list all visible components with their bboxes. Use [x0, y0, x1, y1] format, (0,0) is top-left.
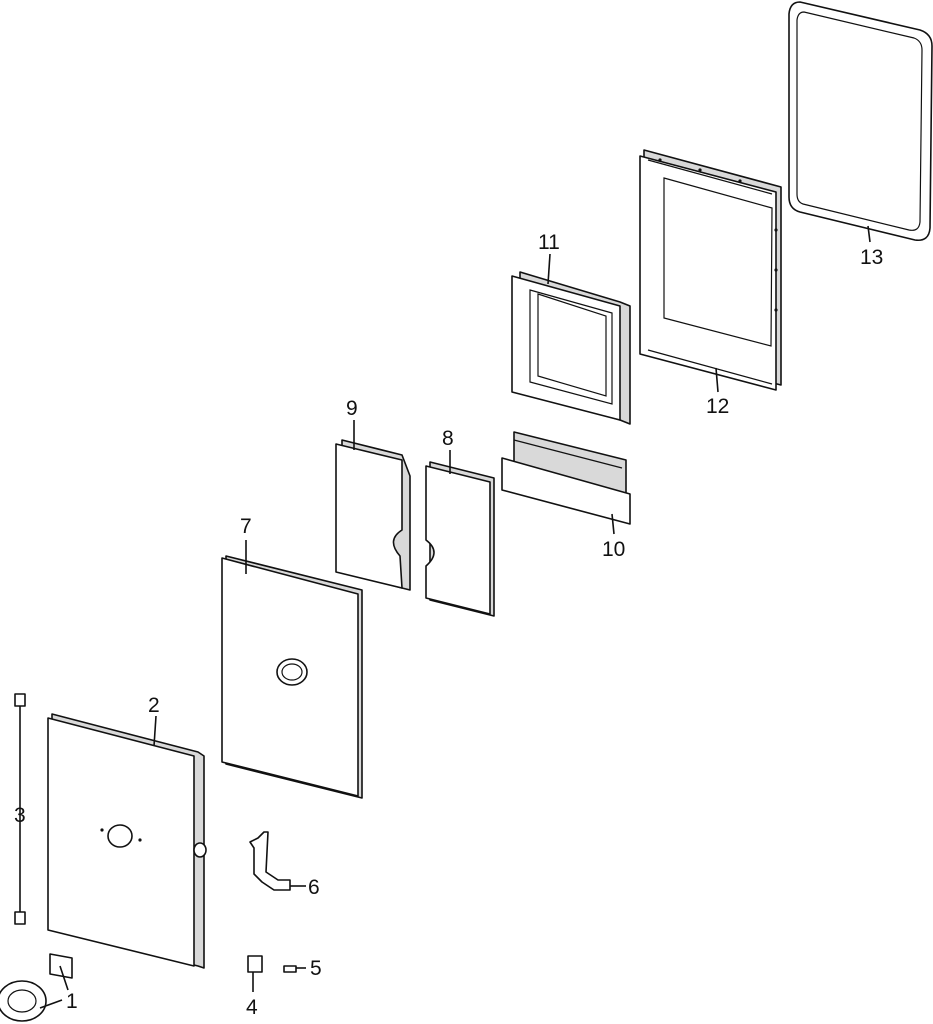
callout-2: 2	[148, 694, 160, 717]
leader-lines	[39, 225, 871, 1009]
part-1-bushing	[0, 953, 73, 1022]
callout-5: 5	[310, 957, 322, 980]
part-11-inner-frame	[511, 271, 631, 425]
leader-2	[153, 715, 157, 747]
callout-13: 13	[860, 246, 883, 269]
callout-9: 9	[346, 397, 358, 420]
part-6-latch-bracket	[249, 831, 291, 891]
leader-11	[547, 253, 551, 285]
part-12-door-frame	[639, 149, 782, 391]
callout-10: 10	[602, 538, 625, 561]
part-3-hinge-rod	[14, 693, 26, 925]
callout-4: 4	[246, 996, 258, 1019]
callout-6: 6	[308, 876, 320, 899]
leader-1b	[59, 965, 69, 991]
callout-labels: 1 2 3 4 5 6 7 8 9 10 11 12 13	[14, 231, 883, 1019]
part-2-door-panel	[47, 713, 207, 969]
leader-13	[867, 225, 871, 243]
part-7-insulation-sheet	[221, 555, 363, 799]
callout-11: 11	[538, 231, 560, 254]
part-5-screw	[283, 965, 297, 973]
callout-8: 8	[442, 427, 454, 450]
leader-10	[611, 513, 615, 535]
callout-7: 7	[240, 515, 252, 538]
part-8-insulation-panel	[425, 461, 495, 617]
part-9-insulation-panel	[335, 439, 411, 591]
callout-12: 12	[706, 395, 729, 418]
leader-12	[715, 367, 719, 393]
part-13-gasket-frame	[788, 1, 933, 242]
callout-1: 1	[66, 990, 78, 1013]
part-10-tray	[501, 431, 631, 525]
callout-3: 3	[14, 804, 26, 827]
leader-1	[39, 999, 63, 1009]
part-4-switch	[247, 955, 263, 973]
